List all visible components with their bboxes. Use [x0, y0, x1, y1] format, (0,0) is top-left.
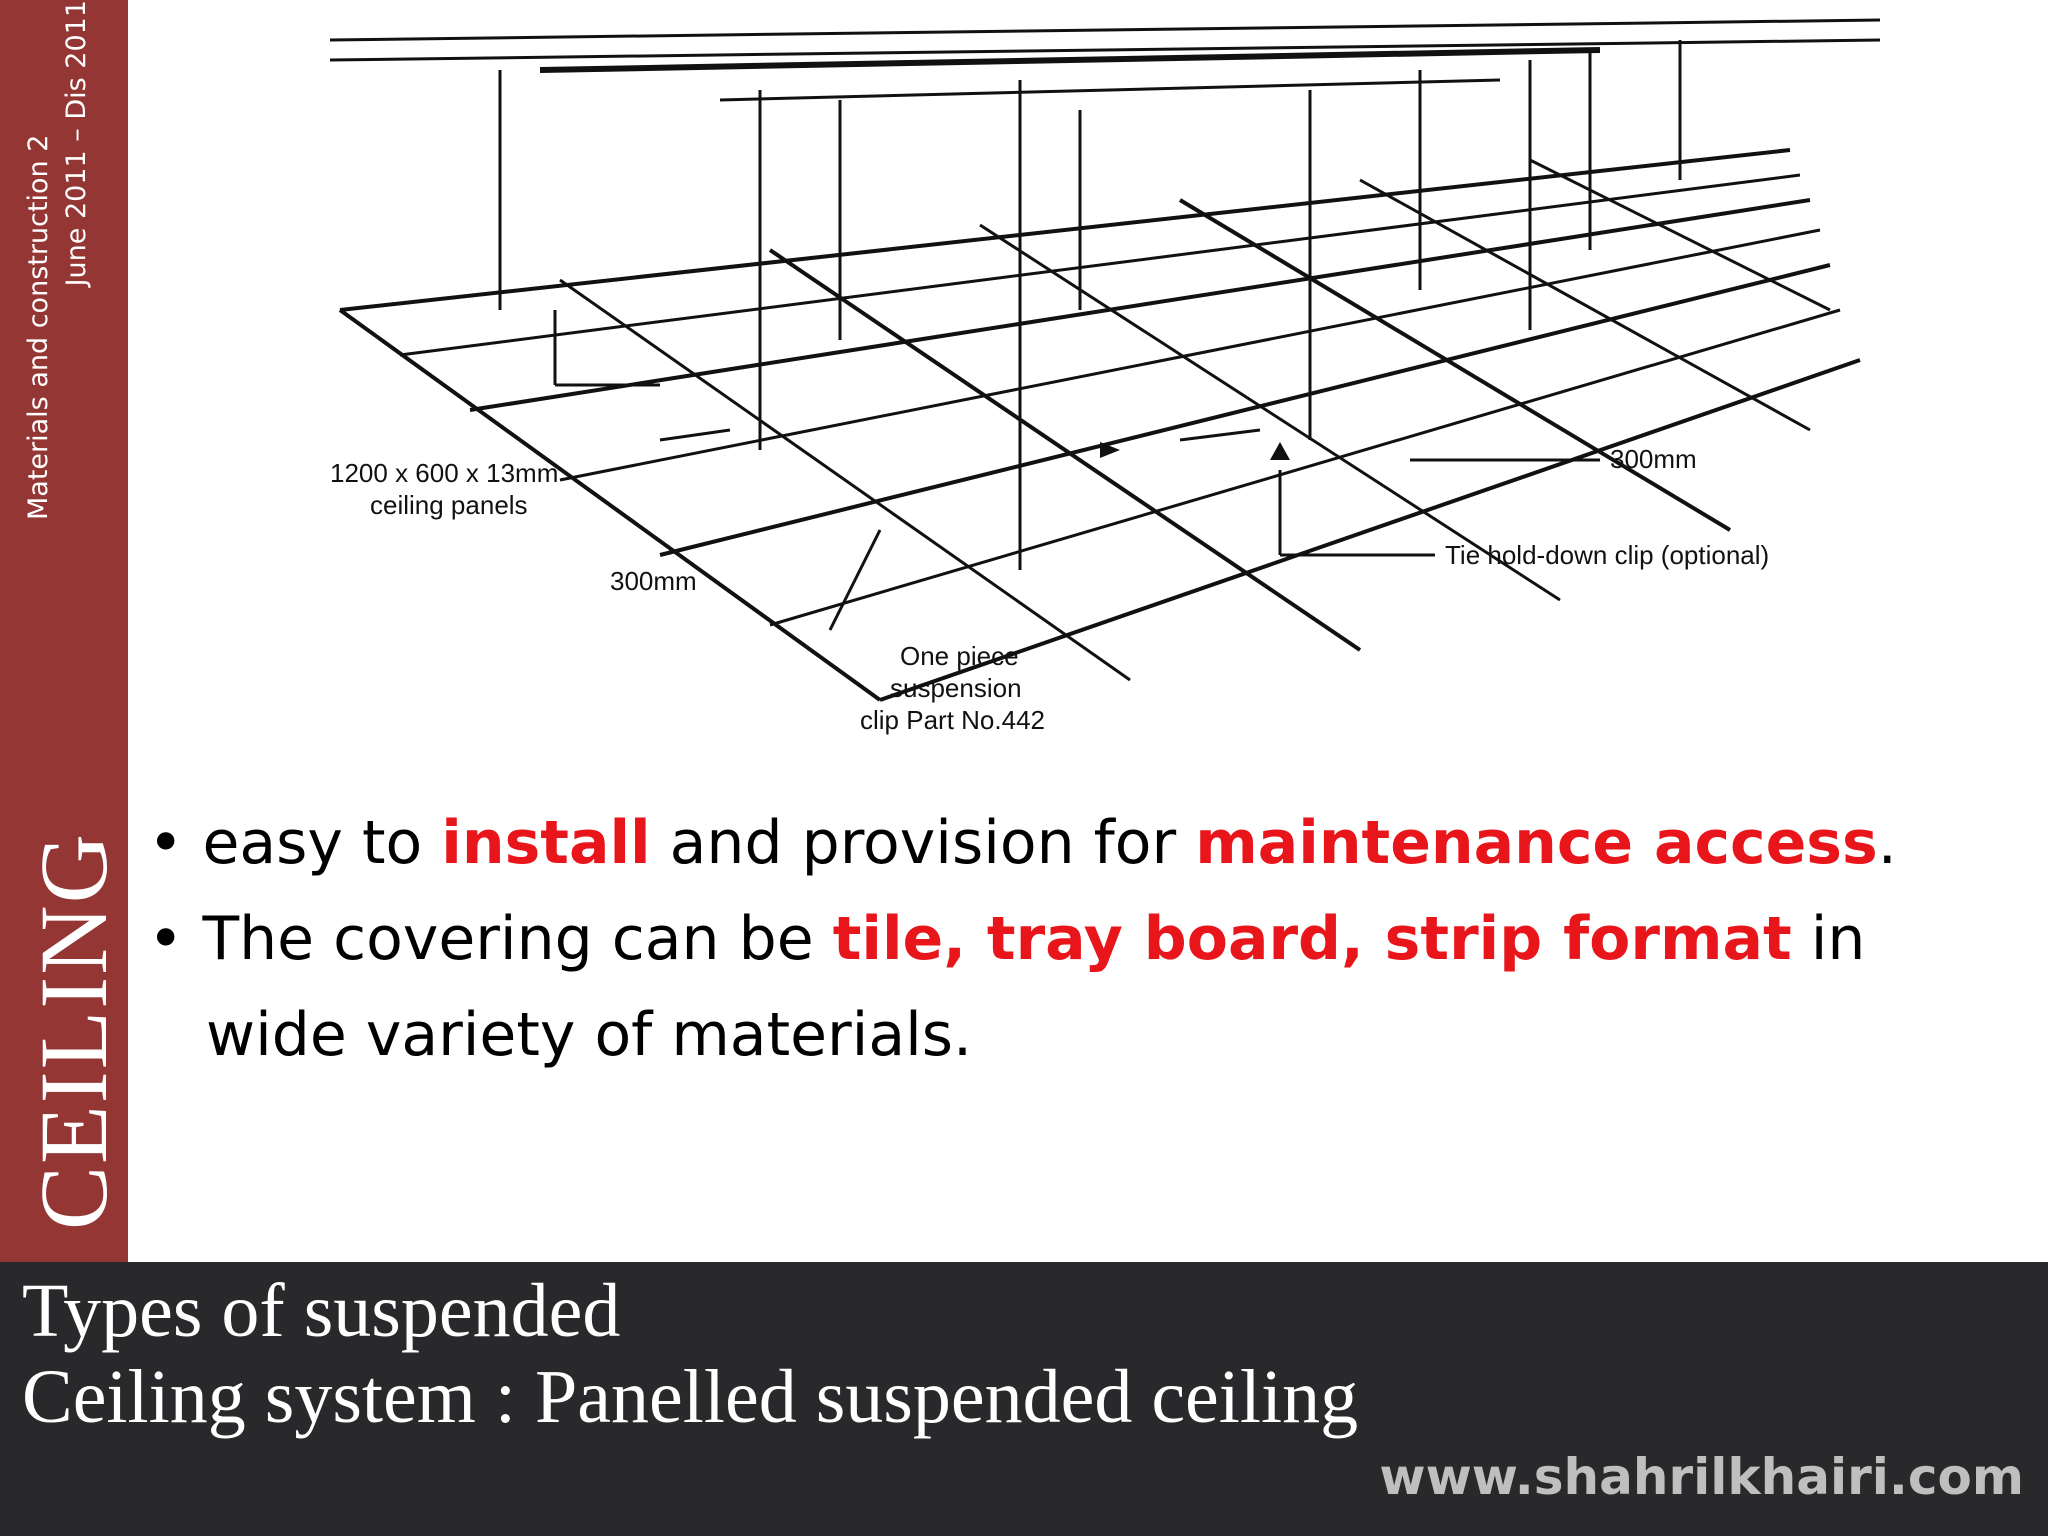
label-clip-line3: clip Part No.442	[860, 705, 1045, 735]
highlight-install: install	[441, 808, 651, 878]
bullet-list: • easy to install and provision for main…	[148, 795, 2028, 1083]
course-name: Materials and construction 2	[23, 134, 54, 520]
sidebar-band	[0, 0, 128, 1262]
bullet-1: • easy to install and provision for main…	[148, 808, 1897, 878]
ceiling-grid-drawing: 1200 x 600 x 13mm ceiling panels 300mm 3…	[329, 18, 1881, 735]
course-dates: June 2011 – Dis 2011	[61, 0, 92, 287]
slide-title-line1: Types of suspended	[22, 1269, 621, 1353]
label-300mm-right: 300mm	[1610, 444, 1697, 474]
bullet-2: • The covering can be tile, tray board, …	[148, 904, 1866, 974]
slide-title-line2: Ceiling system : Panelled suspended ceil…	[22, 1355, 1359, 1439]
ceiling-grid-diagram: 1200 x 600 x 13mm ceiling panels 300mm 3…	[300, 10, 1960, 740]
label-clip-line1: One piece	[900, 641, 1019, 671]
highlight-formats: tile, tray board, strip format	[832, 904, 1792, 974]
highlight-maintenance: maintenance access	[1195, 808, 1878, 878]
label-panels-size: 1200 x 600 x 13mm	[330, 458, 558, 488]
label-panels: ceiling panels	[370, 490, 528, 520]
footer-band	[0, 1262, 2048, 1536]
vertical-section-title: CEILING	[20, 832, 127, 1230]
label-clip-line2: suspension	[890, 673, 1022, 703]
bullet-2-continued: wide variety of materials.	[206, 1000, 973, 1070]
course-info: Materials and construction 2 June 2011 –…	[20, 0, 110, 520]
label-300mm-left: 300mm	[610, 566, 697, 596]
slide-title: Types of suspended Ceiling system : Pane…	[22, 1268, 1358, 1440]
website-url: www.shahrilkhairi.com	[1379, 1448, 2024, 1506]
label-tie-clip: Tie hold-down clip (optional)	[1445, 540, 1769, 570]
